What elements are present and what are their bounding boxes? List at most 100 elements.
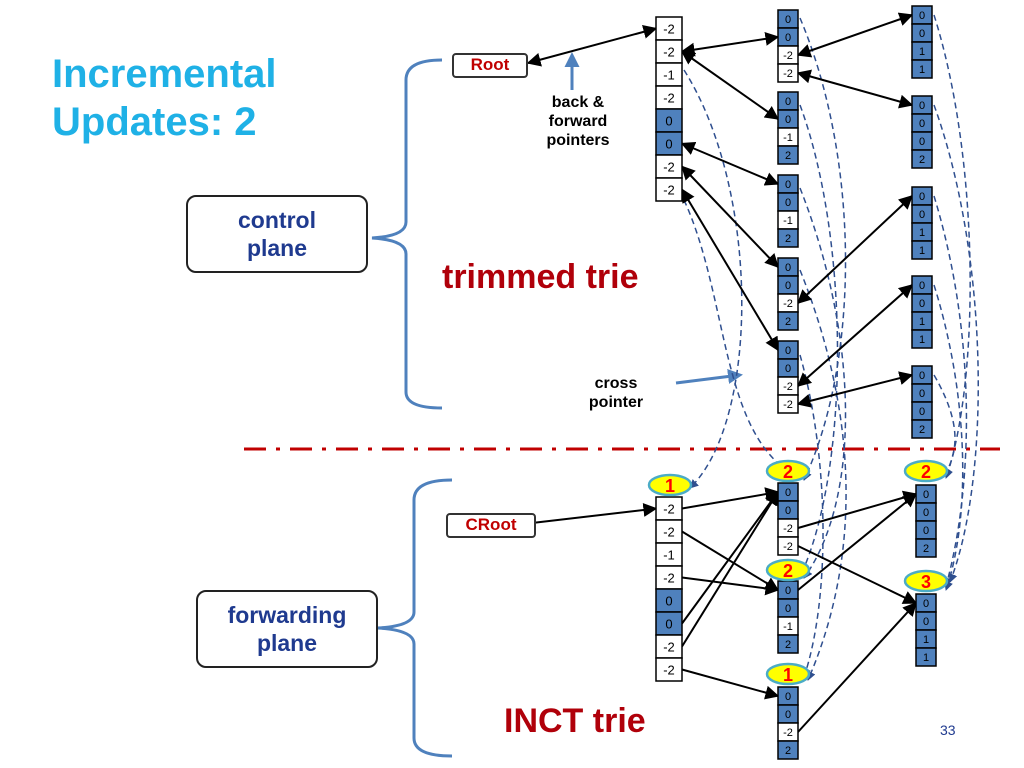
node-cell-value: 0 [923,525,929,537]
refcount-badge-ellipse [765,558,811,582]
node-cell [911,240,933,260]
cross-pointer-line-2: pointer [588,394,644,411]
node-cell-value: -2 [783,399,793,411]
node-cell [911,329,933,349]
node-cell-value: 0 [785,197,791,209]
control-plane-line-1: control [238,207,316,233]
node-cell-value: -2 [783,50,793,62]
node-cell-value: -2 [663,640,675,655]
refcount-badge-ellipse [647,473,693,497]
node-cell-value: 0 [665,594,672,609]
cross-pointer [799,187,847,579]
trie-pointer [680,31,780,57]
trimmed-level2-node: 00-12 [777,174,799,248]
back-forward-pointers-note: back & forward pointers [528,93,628,150]
node-cell [777,311,799,331]
node-cell [911,419,933,439]
node-cell-value: 0 [923,507,929,519]
trimmed-root-node: -2-2-1-200-2-2 [655,16,683,202]
node-cell-value: -2 [783,298,793,310]
node-cell-value: 2 [919,424,925,436]
node-cell-value: 1 [919,245,925,257]
trie-pointer [796,284,914,387]
inct-pointer [797,545,918,604]
refcount-badge-value: 2 [783,462,793,482]
node-cell [777,634,799,654]
node-cell-value: 0 [919,280,925,292]
inct-level2-refcount: 2 [765,558,811,582]
node-cell-value: 2 [785,233,791,245]
cross-pointer [933,284,964,591]
node-cell-value: 0 [785,96,791,108]
node-cell-value: -2 [783,523,793,535]
cross-pointer [933,374,956,477]
title-line-2: Updates: 2 [52,100,257,144]
refcount-badge-value: 1 [665,476,675,496]
node-cell-value: -1 [783,132,793,144]
node-cell-value: 0 [785,585,791,597]
refcount-badge-ellipse [903,569,949,593]
node-cell-value: 0 [919,388,925,400]
node-cell [777,394,799,414]
refcount-badge-value: 2 [921,462,931,482]
node-cell-value: 0 [785,262,791,274]
control-plane-line-2: plane [246,235,308,261]
node-cell-value: 0 [665,617,672,632]
inct-level2-node: 00-2-2 [777,482,799,556]
node-cell-value: 2 [923,543,929,555]
trie-pointer [796,371,914,408]
inct-pointer [681,490,779,648]
node-cell [915,647,937,667]
inct-pointer [797,493,918,591]
node-cell [777,740,799,760]
back-forward-line-2: forward [548,113,608,130]
node-cell-value: 1 [919,227,925,239]
trie-pointer [681,188,779,352]
forwarding-plane-label: forwarding plane [196,590,378,668]
inct-pointer [681,487,780,510]
refcount-badge-value: 3 [921,572,931,592]
node-cell-value: 2 [785,745,791,757]
node-cell-value: 0 [785,505,791,517]
node-cell-value: 0 [785,14,791,26]
node-cell-value: -2 [783,727,793,739]
node-cell-value: -2 [783,541,793,553]
node-cell [777,536,799,556]
node-cell-value: 0 [785,363,791,375]
node-cell-value: 0 [665,137,672,152]
forwarding-plane-brace [377,478,453,758]
node-cell [777,145,799,165]
inct-pointer [797,490,918,529]
node-cell-value: 0 [919,100,925,112]
refcount-badge-ellipse [903,459,949,483]
node-cell-value: 0 [919,136,925,148]
node-cell-value: 0 [919,10,925,22]
node-cell-value: 1 [919,46,925,58]
forwarding-plane-line-2: plane [256,630,318,656]
node-cell-value: 0 [919,298,925,310]
node-cell-value: 0 [785,179,791,191]
node-cell [655,177,683,202]
node-cell [911,59,933,79]
inct-level2-node: 00-12 [777,580,799,654]
node-cell-value: 2 [919,154,925,166]
inct-level3-refcount: 2 [903,459,949,483]
node-cell-value: 0 [923,598,929,610]
trimmed-trie-label: trimmed trie [442,258,639,296]
title-line-1: Incremental [52,52,277,96]
node-cell [911,149,933,169]
node-cell-value: -1 [783,621,793,633]
node-cell-value: -2 [663,183,675,198]
inct-pointer [681,576,780,596]
cross-pointer-annotation-arrow [675,369,743,385]
inct-level2-node: 00-22 [777,686,799,760]
cross-pointer-note: cross pointer [566,374,666,412]
node-cell-value: 0 [919,406,925,418]
